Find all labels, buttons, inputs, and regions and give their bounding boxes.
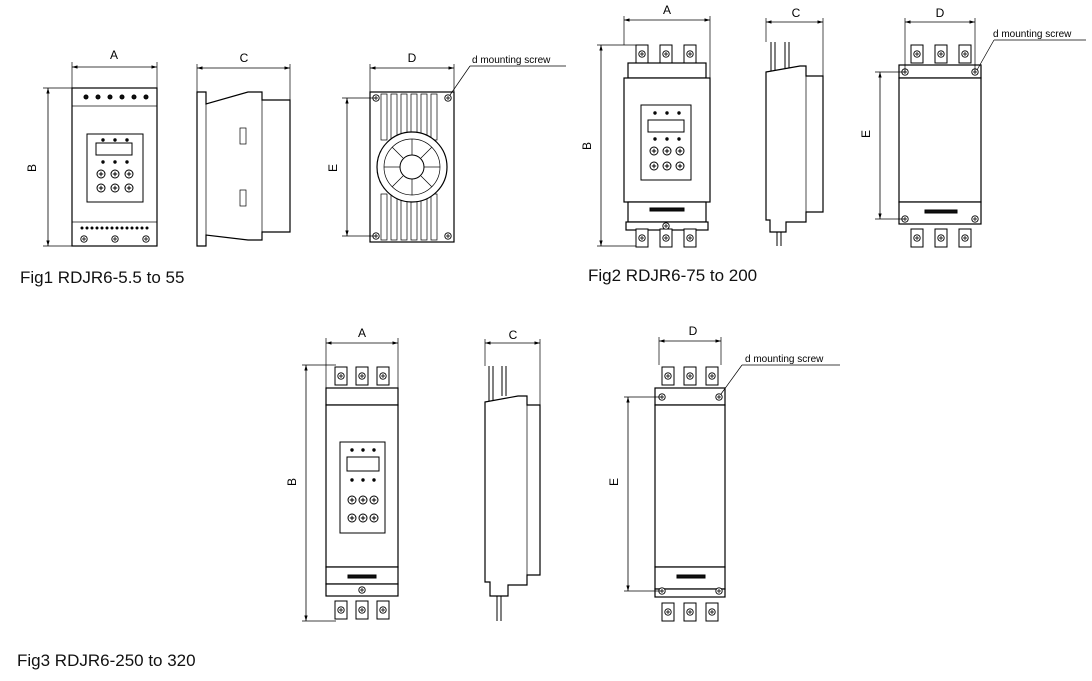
- fig2-label-d: D: [936, 6, 945, 20]
- fig2-side-view: [765, 42, 824, 246]
- fig1-front-view: [71, 87, 158, 247]
- fig3-dimension-c: C: [484, 328, 541, 405]
- fig2-front-view: [623, 45, 711, 247]
- fig3-front-view: [325, 367, 399, 619]
- fig1-dimension-a: A: [71, 48, 158, 88]
- fig1-dimension-c: C: [196, 51, 291, 100]
- fig1-dimension-b: B: [25, 87, 72, 247]
- fig3-side-view: [484, 366, 541, 621]
- fig2-label-a: A: [663, 3, 671, 17]
- fig1-label-d: D: [408, 51, 417, 65]
- fig3-label-e: E: [607, 478, 621, 486]
- fig3-label-c: C: [509, 328, 518, 342]
- fig2-label-e: E: [859, 130, 873, 138]
- fig3-rear-view: [654, 367, 726, 621]
- fig1-label-e: E: [326, 164, 340, 172]
- fig2-rear-view: [898, 45, 982, 247]
- fig2-label-b: B: [580, 142, 594, 150]
- fig2-dimension-c: C: [765, 6, 824, 76]
- fig1-rear-heatsink-view: [369, 91, 455, 243]
- fig2-screw-note: d mounting screw: [993, 29, 1072, 40]
- fig2-caption: Fig2 RDJR6-75 to 200: [588, 266, 758, 285]
- fig3-screw-callout: d mounting screw: [720, 354, 840, 395]
- fig1-side-view: [196, 91, 291, 247]
- fig2-dimension-b: B: [580, 44, 636, 247]
- fig1-label-a: A: [110, 48, 118, 62]
- fig1-label-c: C: [240, 51, 249, 65]
- fig1-dimension-d: D: [369, 51, 455, 92]
- fig3-label-d: D: [689, 324, 698, 338]
- fig1-screw-callout: d mounting screw: [449, 55, 566, 96]
- fig3-label-b: B: [285, 478, 299, 486]
- fig2-dimension-a: A: [623, 3, 711, 78]
- fig2-dimension-e: E: [859, 71, 905, 220]
- fig3-label-a: A: [358, 326, 366, 340]
- fig3-dimension-a: A: [325, 326, 399, 388]
- fig3-dimension-d: D: [658, 324, 722, 365]
- fig2-screw-callout: d mounting screw: [976, 29, 1086, 71]
- fig1-dimension-e: E: [326, 97, 376, 237]
- fig1-screw-note: d mounting screw: [472, 55, 551, 66]
- fig3-dimension-b: B: [285, 364, 336, 622]
- fig3-dimension-e: E: [607, 396, 662, 592]
- fig1-label-b: B: [25, 164, 39, 172]
- fig2-label-c: C: [792, 6, 801, 20]
- fig1-caption: Fig1 RDJR6-5.5 to 55: [20, 268, 185, 287]
- fig3-caption: Fig3 RDJR6-250 to 320: [17, 651, 196, 670]
- fig2-dimension-d: D: [904, 6, 976, 72]
- fig3-screw-note: d mounting screw: [745, 354, 824, 365]
